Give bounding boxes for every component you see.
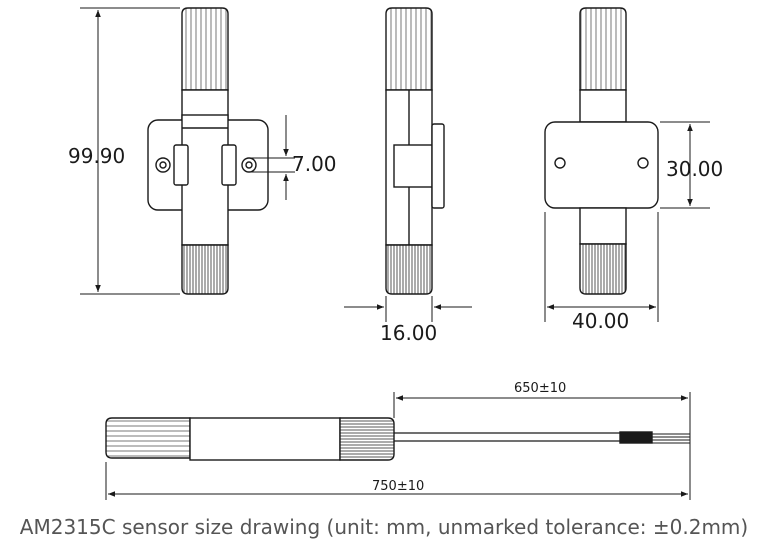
mounting-hole-right [241,157,257,173]
cable-heat-shrink [619,431,653,444]
side-view [385,7,445,295]
horizontal-view [105,417,690,461]
hole-spacing-dimension [250,115,295,200]
mounting-hole-left [155,157,171,173]
total-length-label: 750±10 [372,479,424,494]
thickness-label: 16.00 [380,321,437,345]
plate-height-dimension [660,121,710,209]
height-dimension [80,7,180,295]
hole-spacing-label: 7.00 [292,152,337,176]
back-view [544,7,659,295]
thickness-dimension [344,296,472,322]
cable-length-label: 650±10 [514,381,566,396]
figure-caption: AM2315C sensor size drawing (unit: mm, u… [19,515,749,539]
height-label: 99.90 [68,144,125,168]
plate-width-label: 40.00 [572,309,629,333]
sensor-dimension-drawing: 99.90 7.00 16.00 30.00 40.00 650±10 750±… [68,7,723,500]
plate-width-dimension [544,212,659,322]
total-length-dimension [105,462,688,500]
cable-length-dimension [393,392,691,500]
plate-height-label: 30.00 [666,157,723,181]
front-view [147,7,269,295]
